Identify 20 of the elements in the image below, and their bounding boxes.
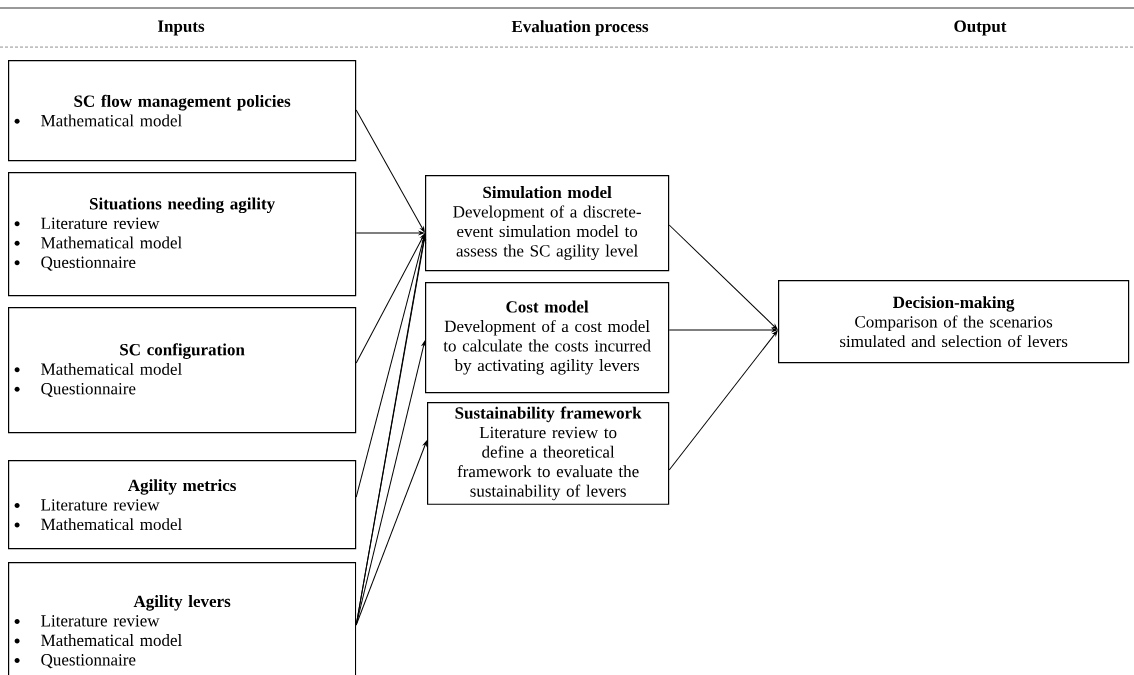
input-box: Situations needing agility Literature review Mathematical model Questionnaire [8,172,357,297]
arrow [355,233,426,498]
process-box: Decision-making Comparison of the scenarios simulated and selection of levers [778,280,1130,364]
arrow [668,330,778,471]
input-box: Agility levers Literature review Mathematical model Questionnaire [8,562,357,675]
input-box: Agility metrics Literature review Mathematical model [8,460,357,550]
arrow [668,224,778,330]
input-box: SC configuration Mathematical model Questionnaire [8,307,357,434]
arrow [355,109,425,233]
input-box: SC flow management policies Mathematical model [8,60,357,162]
process-box: Simulation model Development of a discrete-event simulation model to assess the SC agility level [425,175,670,272]
column-heading: Inputs [157,20,205,36]
arrow [668,328,777,332]
process-box: Sustainability framework Literature review to define a theoretical framework to evaluate the sustainability of levers [427,402,670,505]
process-box: Cost model Development of a cost model to calculate the costs incurred by activating agility levers [425,282,670,394]
column-heading: Evaluation process [511,20,649,36]
arrow [355,233,425,364]
arrow [355,231,424,235]
arrow [355,440,427,626]
column-heading: Output [954,20,1007,36]
